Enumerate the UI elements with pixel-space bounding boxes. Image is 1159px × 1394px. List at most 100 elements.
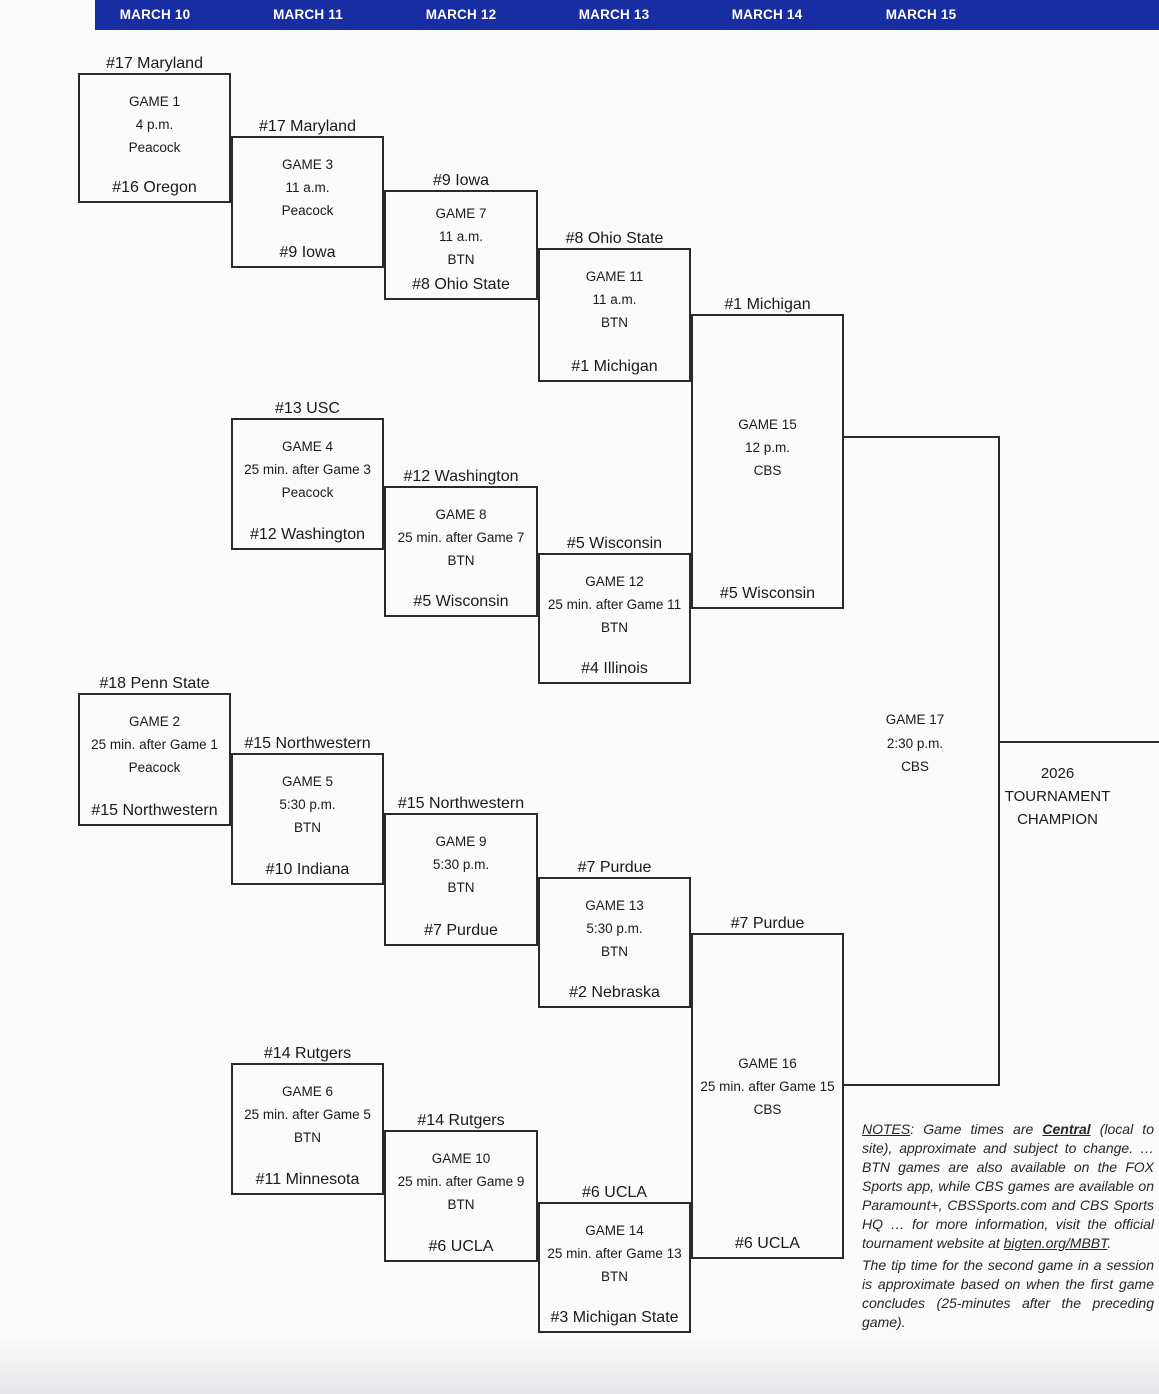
game-10: #14 Rutgers GAME 10 25 min. after Game 9…	[384, 1112, 538, 1262]
game-name: GAME 13	[585, 898, 644, 913]
team-bottom-label: #10 Indiana	[265, 861, 350, 878]
game-info: GAME 5 5:30 p.m. BTN	[225, 755, 390, 839]
game-time: 25 min. after Game 13	[547, 1246, 682, 1261]
game-info: GAME 7 11 a.m. BTN	[378, 192, 544, 271]
team-bottom-label: #1 Michigan	[571, 358, 658, 375]
game-7: #9 Iowa GAME 7 11 a.m. BTN #8 Ohio State	[384, 172, 538, 300]
team-bottom-label: #5 Wisconsin	[413, 593, 509, 610]
game-info: GAME 16 25 min. after Game 15 CBS	[685, 935, 850, 1121]
team-bottom-label: #16 Oregon	[112, 179, 197, 196]
team-top-label: #17 Maryland	[106, 55, 203, 72]
game-network: BTN	[447, 1197, 475, 1212]
game-time: 5:30 p.m.	[586, 921, 643, 936]
team-bottom-label: #6 UCLA	[735, 1235, 800, 1252]
game-15: #1 Michigan GAME 15 12 p.m. CBS #5 Wisco…	[691, 296, 844, 609]
notes-block: NOTES: Game times are Central (local to …	[862, 1120, 1154, 1332]
game-name: GAME 5	[281, 774, 333, 789]
team-top-label: #9 Iowa	[432, 172, 490, 189]
game-time: 4 p.m.	[135, 117, 174, 132]
game-time: 11 a.m.	[285, 180, 330, 195]
game-info: GAME 1 4 p.m. Peacock	[72, 75, 237, 159]
game-time: 25 min. after Game 11	[547, 597, 682, 612]
notes-label: NOTES	[862, 1121, 911, 1137]
team-bottom-label: #11 Minnesota	[255, 1171, 360, 1188]
team-top-label: #7 Purdue	[577, 859, 652, 876]
notes-text: : Game times are	[910, 1121, 1043, 1137]
game-time: 5:30 p.m.	[432, 857, 490, 872]
team-top-label: #7 Purdue	[730, 915, 805, 932]
team-top-label: #12 Washington	[403, 468, 519, 485]
game-12: #5 Wisconsin GAME 12 25 min. after Game …	[538, 535, 691, 684]
game-time: 25 min. after Game 7	[397, 530, 525, 545]
team-bottom-label: #8 Ohio State	[412, 276, 510, 293]
game-network: CBS	[753, 1102, 782, 1117]
date-header-bar	[95, 0, 1159, 30]
date-march-12: MARCH 12	[425, 7, 497, 22]
game-network: CBS	[901, 759, 929, 774]
team-bottom-label: #4 Illinois	[581, 660, 648, 677]
team-top-label: #15 Northwestern	[244, 735, 371, 752]
team-top-label: #8 Ohio State	[565, 230, 664, 247]
game-name: GAME 17	[885, 712, 945, 727]
game-name: GAME 14	[585, 1223, 644, 1238]
game-network: BTN	[601, 944, 628, 959]
team-top-label: #6 UCLA	[582, 1184, 647, 1201]
game-1: #17 Maryland GAME 1 4 p.m. Peacock #16 O…	[78, 55, 231, 203]
game-info: GAME 3 11 a.m. Peacock	[225, 138, 390, 222]
team-bottom-label: #5 Wisconsin	[719, 585, 816, 602]
game-network: CBS	[753, 463, 782, 478]
game-name: GAME 10	[431, 1151, 491, 1166]
game-time: 25 min. after Game 9	[397, 1174, 525, 1189]
game-name: GAME 6	[281, 1084, 333, 1099]
game-name: GAME 11	[585, 269, 644, 284]
game-time: 25 min. after Game 15	[700, 1079, 835, 1094]
champion-line	[998, 741, 1159, 743]
game-time: 25 min. after Game 1	[91, 737, 218, 752]
notes-text: (local to site), approximate and subject…	[862, 1121, 1154, 1251]
game-info: GAME 12 25 min. after Game 11 BTN	[532, 555, 697, 639]
game-name: GAME 12	[585, 574, 644, 589]
team-top-label: #14 Rutgers	[417, 1112, 505, 1129]
team-bottom-label: #9 Iowa	[279, 244, 336, 261]
date-march-14: MARCH 14	[731, 7, 803, 22]
team-top-label: #18 Penn State	[99, 675, 210, 692]
game-time: 25 min. after Game 5	[244, 1107, 371, 1122]
connector-game16-to-final	[843, 1084, 1000, 1086]
game-name: GAME 15	[738, 417, 797, 432]
connector-game15-to-final	[843, 436, 1000, 438]
game-17-info: GAME 17 2:30 p.m. CBS	[845, 708, 985, 779]
game-time: 5:30 p.m.	[279, 797, 336, 812]
team-bottom-label: #2 Nebraska	[569, 984, 660, 1001]
date-march-10: MARCH 10	[119, 7, 191, 22]
team-top-label: #14 Rutgers	[263, 1045, 352, 1062]
game-network: BTN	[294, 820, 321, 835]
team-bottom-label: #6 UCLA	[428, 1238, 494, 1255]
champion-word-tournament: TOURNAMENT	[1004, 788, 1111, 805]
notes-paragraph-1: NOTES: Game times are Central (local to …	[862, 1120, 1154, 1253]
team-top-label: #13 USC	[275, 400, 340, 417]
game-9: #15 Northwestern GAME 9 5:30 p.m. BTN #7…	[384, 795, 538, 946]
game-network: BTN	[601, 620, 628, 635]
game-network: Peacock	[128, 760, 181, 775]
team-bottom-label: #3 Michigan State	[550, 1309, 679, 1326]
game-time: 11 a.m.	[592, 292, 637, 307]
game-network: Peacock	[281, 485, 334, 500]
game-network: BTN	[447, 252, 475, 267]
team-top-label: #1 Michigan	[724, 296, 811, 313]
game-name: GAME 16	[738, 1056, 797, 1071]
champion-year: 2026	[1040, 765, 1075, 782]
game-network: Peacock	[128, 140, 181, 155]
tournament-website-link[interactable]: bigten.org/MBBT	[1003, 1235, 1108, 1251]
date-march-11: MARCH 11	[273, 7, 343, 22]
game-name: GAME 4	[281, 439, 333, 454]
game-2: #18 Penn State GAME 2 25 min. after Game…	[78, 675, 231, 826]
game-info: GAME 2 25 min. after Game 1 Peacock	[72, 695, 237, 779]
notes-text: .	[1107, 1235, 1112, 1251]
game-info: GAME 15 12 p.m. CBS	[685, 316, 850, 482]
team-top-label: #5 Wisconsin	[566, 535, 663, 552]
game-time: 2:30 p.m.	[886, 735, 944, 751]
game-13: #7 Purdue GAME 13 5:30 p.m. BTN #2 Nebra…	[538, 859, 691, 1008]
game-network: Peacock	[281, 203, 334, 218]
game-info: GAME 11 11 a.m. BTN	[532, 250, 697, 334]
